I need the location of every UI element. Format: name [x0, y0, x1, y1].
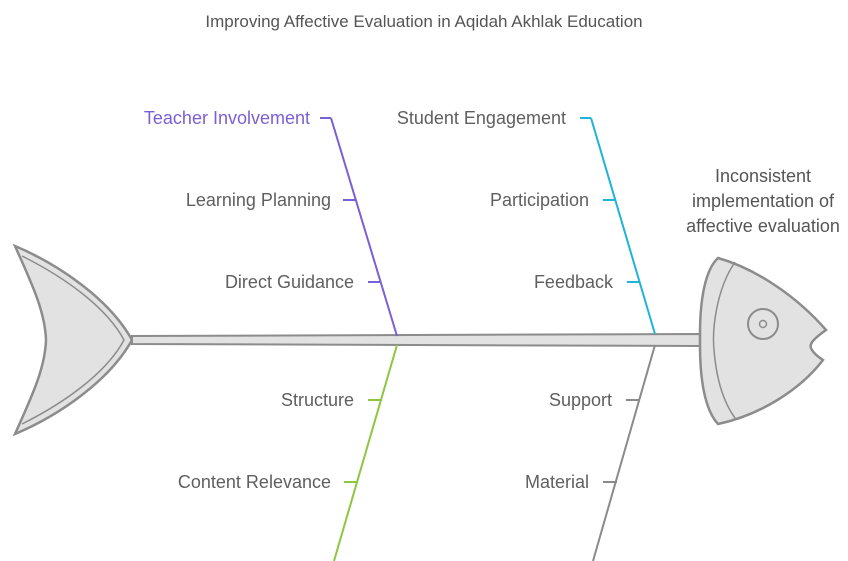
fish-head	[698, 256, 828, 426]
fish-spine	[131, 332, 701, 348]
cause-label: Structure	[280, 390, 354, 410]
cause-label: Direct Guidance	[224, 272, 354, 292]
fish-tail	[12, 243, 134, 437]
fish-eye	[747, 308, 779, 340]
category-label-student: Student Engagement	[396, 108, 566, 128]
cause-label: Content Relevance	[177, 472, 331, 492]
cause-label: Learning Planning	[185, 190, 331, 210]
category-label-teacher: Teacher Involvement	[143, 108, 310, 128]
bone-student-engagement	[580, 117, 656, 335]
cause-label: Feedback	[533, 272, 613, 292]
cause-label: Support	[548, 390, 612, 410]
cause-label: Participation	[489, 190, 589, 210]
effect-label: Inconsistent implementation of affective…	[686, 166, 840, 236]
diagram-title: Improving Affective Evaluation in Aqidah…	[205, 12, 643, 31]
bone-content	[333, 344, 398, 561]
bone-resources	[592, 344, 656, 561]
bone-teacher-involvement	[320, 117, 398, 337]
cause-label: Material	[524, 472, 589, 492]
